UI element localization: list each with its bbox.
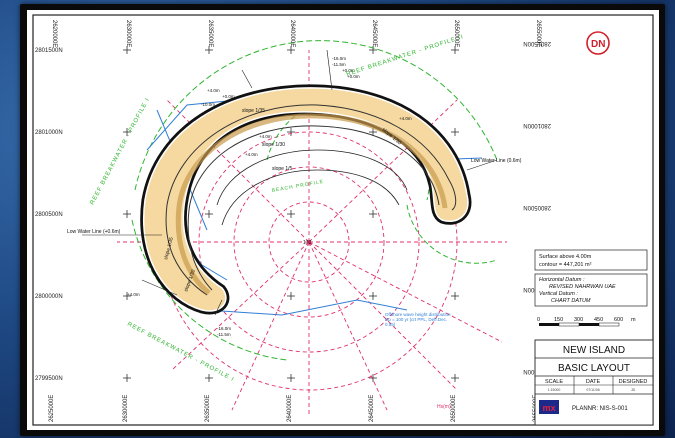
- label-slope-135-top: slope 1/35: [242, 108, 265, 114]
- label-reef-profile-2: REEF BREAKWATER - PROFILE II: [346, 34, 465, 78]
- coord-left-label: 2800000N: [35, 294, 63, 300]
- firm-logo: DN: [586, 31, 610, 55]
- svg-text:07/11/06: 07/11/06: [586, 388, 599, 392]
- svg-text:JD: JD: [631, 388, 636, 392]
- label-elev-top-4: +0.0m: [347, 74, 360, 79]
- label-elev-bottom-1: +4.0m: [127, 292, 140, 297]
- company-logo: [539, 400, 559, 414]
- surface-note-line-2: contour = 447,201 m²: [539, 262, 592, 268]
- svg-text:300: 300: [574, 317, 583, 323]
- datum-horizontal-value: REVISED NAHRWAN UAE: [549, 284, 616, 290]
- coord-top-label: 2620000E: [51, 20, 57, 47]
- drawing-sheet: -16.0m -11.5m +0.0m +0.0m +4.0m +0.0m -1…: [27, 10, 659, 430]
- svg-text:m: m: [631, 317, 636, 323]
- label-center: 170: [303, 240, 312, 246]
- coord-bottom-label: 2645000E: [369, 395, 375, 422]
- label-elev-right: +4.0m: [399, 116, 412, 121]
- coord-right-label: 2800500N: [523, 204, 551, 210]
- label-offshore-note: Offshore wave height distribution Rp = 1…: [385, 312, 451, 327]
- label-elev-inner-2: +4.0m: [245, 152, 258, 157]
- coord-right-label: 2801500N: [523, 40, 551, 46]
- svg-text:0: 0: [537, 317, 540, 323]
- title-project: NEW ISLAND: [563, 345, 625, 356]
- surface-note-line-1: Surface above 4.00m: [539, 254, 592, 260]
- label-slope-15: slope 1/5: [272, 166, 293, 172]
- lagoon-contours: [216, 149, 408, 226]
- svg-text:mx: mx: [542, 403, 555, 413]
- label-elev-top-1: -16.0m: [332, 56, 346, 61]
- label-elev-left-3: -10.0m: [201, 102, 215, 107]
- coord-top-label: 2650000E: [453, 20, 459, 47]
- title-drawing: BASIC LAYOUT: [558, 363, 630, 374]
- coord-right-label: 2801000N: [523, 122, 551, 128]
- coord-bottom-label: 2640000E: [287, 395, 293, 422]
- label-beach-profile: BEACH PROFILE: [271, 179, 324, 194]
- coord-left-label: 2801500N: [35, 48, 63, 54]
- coord-bottom-label: 2650000E: [451, 395, 457, 422]
- green-outer-arc: [134, 40, 498, 191]
- coord-bottom-label: 2625000E: [49, 395, 55, 422]
- label-slope-135-left: slope 1/35: [163, 236, 175, 260]
- svg-text:DN: DN: [591, 39, 605, 50]
- label-reef-profile-1: REEF BREAKWATER - PROFILE I: [89, 97, 151, 206]
- coord-top-label: 2635000E: [207, 20, 213, 47]
- label-low-water-right: Low Water Line (0.6m): [471, 158, 522, 164]
- coord-top-label: 2630000E: [125, 20, 131, 47]
- grid-crosses: [123, 46, 459, 382]
- island-fill: [143, 87, 469, 312]
- svg-text:DATE: DATE: [586, 379, 601, 385]
- coord-left-label: 2799500N: [35, 376, 63, 382]
- svg-text:600: 600: [614, 317, 623, 323]
- coord-top-label: 2655000E: [535, 20, 541, 47]
- coord-left-label: 2800500N: [35, 212, 63, 218]
- island-inner-line-2: [187, 125, 440, 291]
- label-elev-left-1: +4.0m: [207, 88, 220, 93]
- datum-vertical-value: CHART DATUM: [551, 298, 591, 304]
- offshore-note-box: Offshore wave height distribution Rp = 1…: [385, 312, 451, 327]
- label-elev-inner-1: +4.0m: [259, 134, 272, 139]
- island-inner-line-1: [165, 104, 457, 296]
- coord-top-label: 2645000E: [371, 20, 377, 47]
- label-slope-130-inner: slope 1/30: [262, 142, 285, 148]
- scale-bar: 0 150 300 450 600 m: [537, 317, 636, 327]
- label-elev-bottom-3: -11.5m: [217, 332, 231, 337]
- coord-top-label: 2640000E: [289, 20, 295, 47]
- datum-box: [534, 273, 648, 307]
- label-hs: Hs(m): [437, 404, 451, 410]
- red-radial-lines: [117, 50, 507, 415]
- label-elev-top-2: -11.5m: [332, 62, 346, 67]
- coord-bottom-label: 2635000E: [205, 395, 211, 422]
- leader-lines: [82, 49, 498, 316]
- label-low-water-left: Low Water Line (+0.6m): [67, 229, 121, 235]
- datum-vertical-title: Vertical Datum :: [539, 291, 578, 297]
- svg-text:SCALE: SCALE: [545, 379, 563, 385]
- surface-note-box: [534, 249, 648, 271]
- label-elev-bottom-2: -16.0m: [217, 326, 231, 331]
- island-core-band: [175, 113, 448, 295]
- green-right-arc: [406, 204, 498, 264]
- label-elev-top-3: +0.0m: [342, 68, 355, 73]
- layout-drawing: -16.0m -11.5m +0.0m +0.0m +4.0m +0.0m -1…: [32, 14, 654, 426]
- svg-text:1:15000: 1:15000: [548, 388, 561, 392]
- label-elev-left-2: +0.0m: [222, 94, 235, 99]
- coord-bottom-label: 2630000E: [123, 395, 129, 422]
- title-block: NEW ISLAND BASIC LAYOUT SCALE DATE DESIG…: [534, 339, 654, 426]
- svg-text:DESIGNED: DESIGNED: [619, 379, 648, 385]
- green-lower-arc: [131, 219, 288, 361]
- coord-left-label: 2801000N: [35, 130, 63, 136]
- svg-text:450: 450: [594, 317, 603, 323]
- svg-text:150: 150: [554, 317, 563, 323]
- inner-border: [32, 14, 654, 426]
- datum-horizontal-title: Horizontal Datum :: [539, 277, 585, 283]
- title-plan-number: PLANNR: NIS-S-001: [572, 406, 628, 412]
